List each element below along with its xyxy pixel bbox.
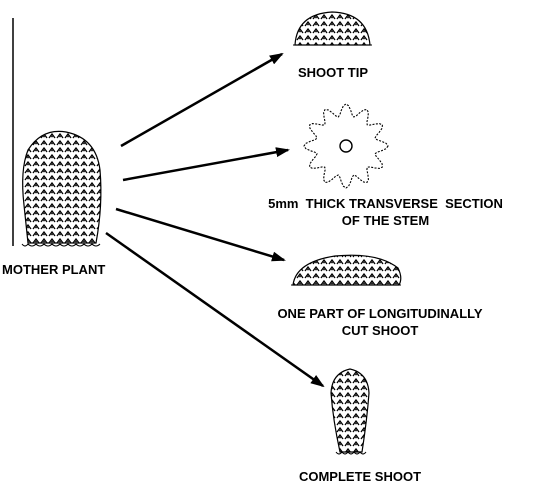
- label-transverse-section-line2: OF THE STEM: [230, 212, 541, 229]
- arrow-to-transverse-section: [123, 150, 288, 180]
- longitudinal-cut-illustration: [291, 255, 401, 285]
- label-longitudinal-cut: ONE PART OF LONGITUDINALLY CUT SHOOT: [230, 305, 530, 339]
- label-mother-plant: MOTHER PLANT: [2, 261, 162, 278]
- label-complete-shoot: COMPLETE SHOOT: [285, 468, 435, 485]
- mother-plant-illustration: [22, 131, 101, 246]
- complete-shoot-illustration: [331, 369, 369, 454]
- label-longitudinal-cut-line1: ONE PART OF LONGITUDINALLY: [230, 305, 530, 322]
- label-longitudinal-cut-line2: CUT SHOOT: [230, 322, 530, 339]
- arrow-to-shoot-tip: [121, 54, 282, 146]
- shoot-tip-illustration: [293, 12, 372, 45]
- label-shoot-tip: SHOOT TIP: [268, 64, 398, 81]
- transverse-section-illustration: [304, 104, 388, 188]
- label-transverse-section-line1: 5mm THICK TRANSVERSE SECTION: [230, 195, 541, 212]
- label-transverse-section: 5mm THICK TRANSVERSE SECTION OF THE STEM: [230, 195, 541, 229]
